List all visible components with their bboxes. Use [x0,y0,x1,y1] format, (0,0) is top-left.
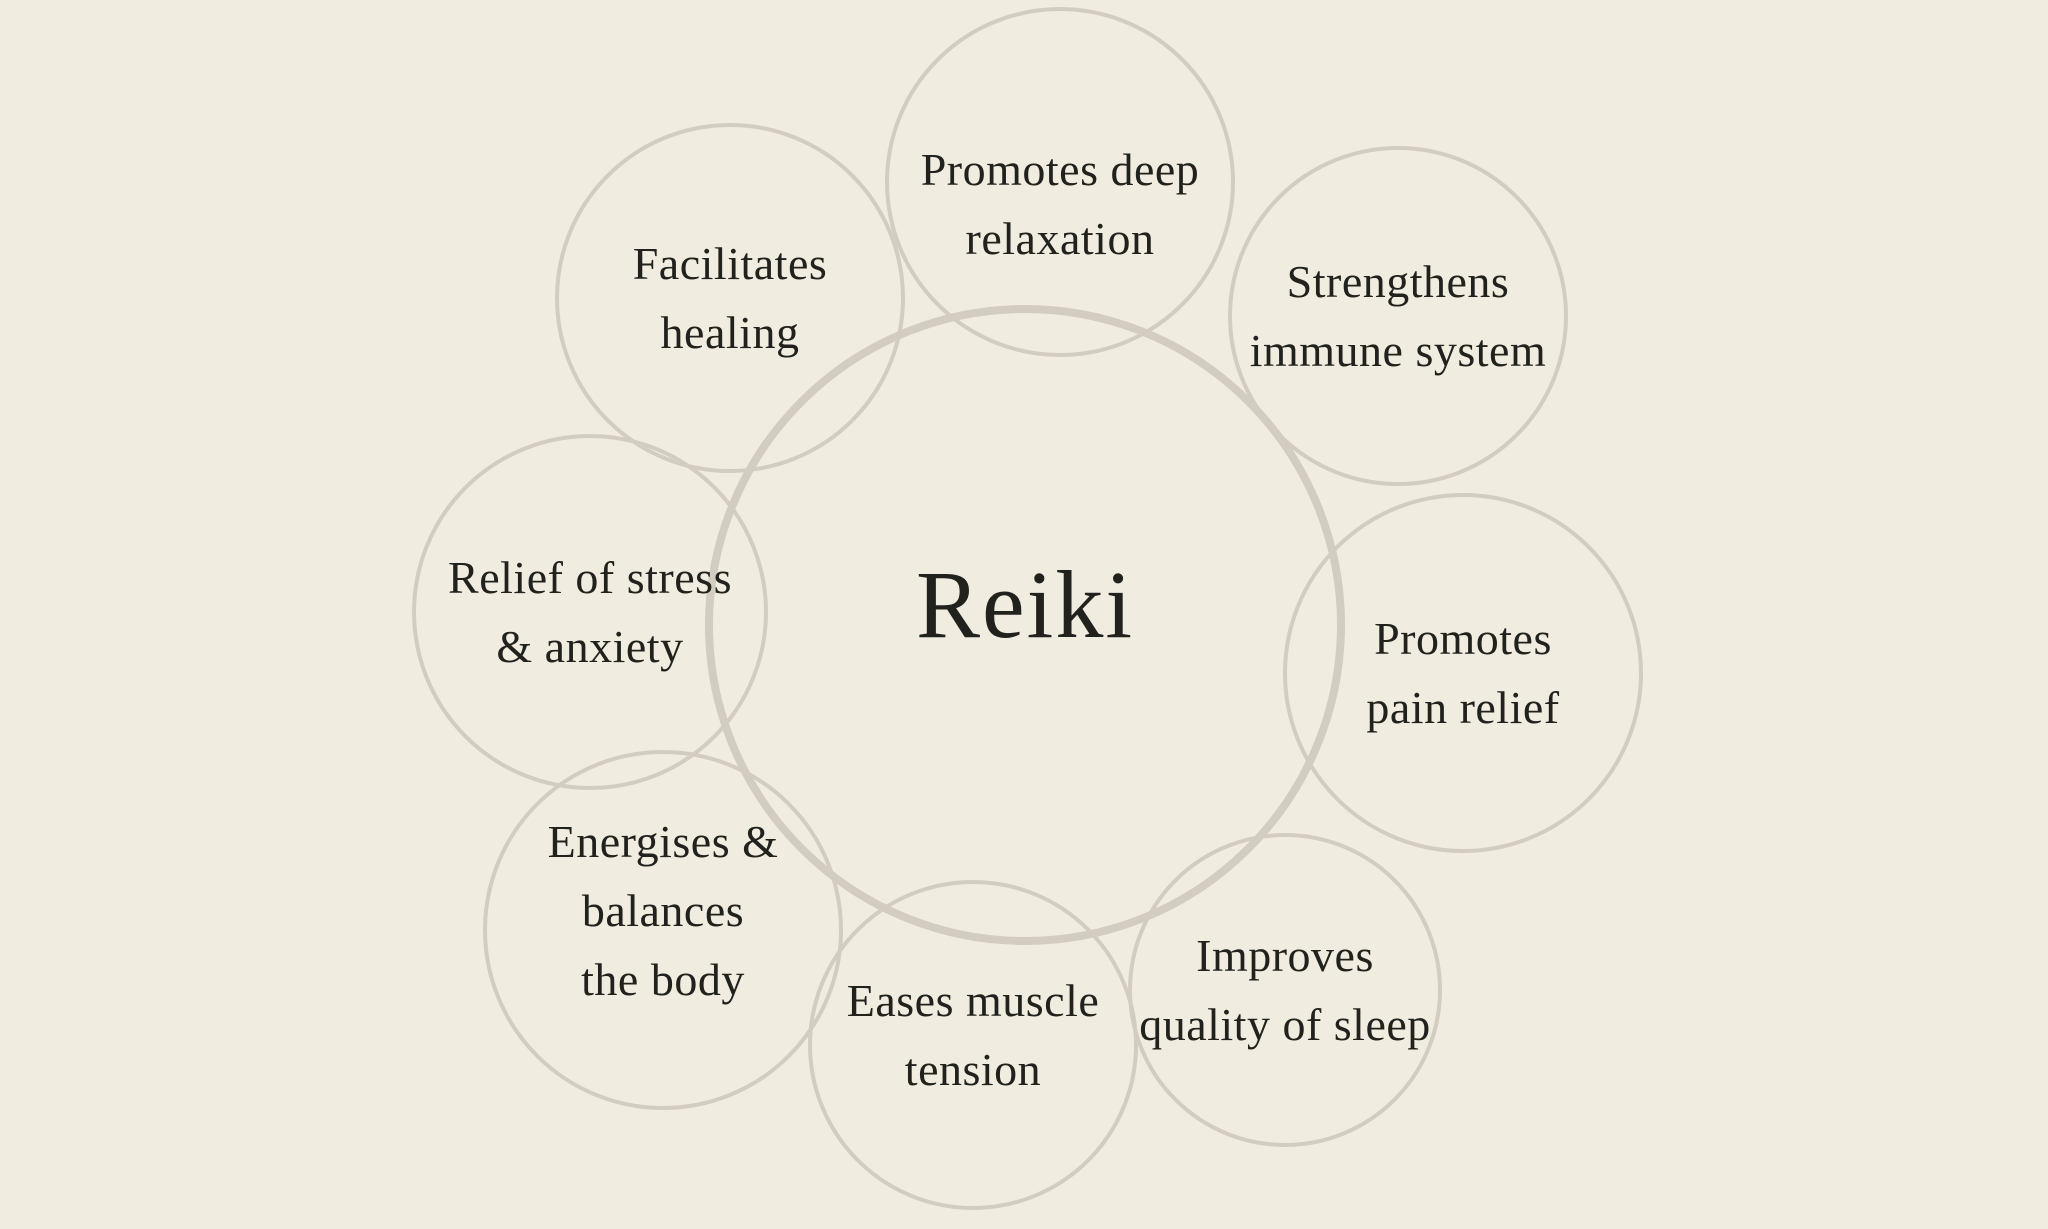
benefit-label: Strengthens immune system [1249,256,1547,376]
benefit-circle-promotes-deep-relaxation: Promotes deep relaxation [885,7,1235,357]
benefit-label: Facilitates healing [632,238,828,358]
benefit-circle-improves-quality-of-sleep: Improves quality of sleep [1128,833,1442,1147]
benefit-label: Promotes deep relaxation [920,144,1200,264]
benefit-label: Energises & balances the body [547,815,779,1005]
benefit-circle-promotes-pain-relief: Promotes pain relief [1283,493,1643,853]
benefit-circle-strengthens-immune-system: Strengthens immune system [1228,146,1568,486]
diagram-title: Reiki [916,551,1134,659]
benefit-label: Promotes pain relief [1366,613,1560,733]
benefit-circle-eases-muscle-tension: Eases muscle tension [808,880,1138,1210]
benefit-label: Relief of stress & anxiety [448,552,732,672]
benefit-label: Improves quality of sleep [1139,930,1431,1050]
benefit-label: Eases muscle tension [846,975,1100,1095]
benefit-circle-facilitates-healing: Facilitates healing [555,123,905,473]
benefit-circle-relief-of-stress-anxiety: Relief of stress & anxiety [412,434,768,790]
benefit-circle-energises-balances-the-body: Energises & balances the body [483,750,843,1110]
